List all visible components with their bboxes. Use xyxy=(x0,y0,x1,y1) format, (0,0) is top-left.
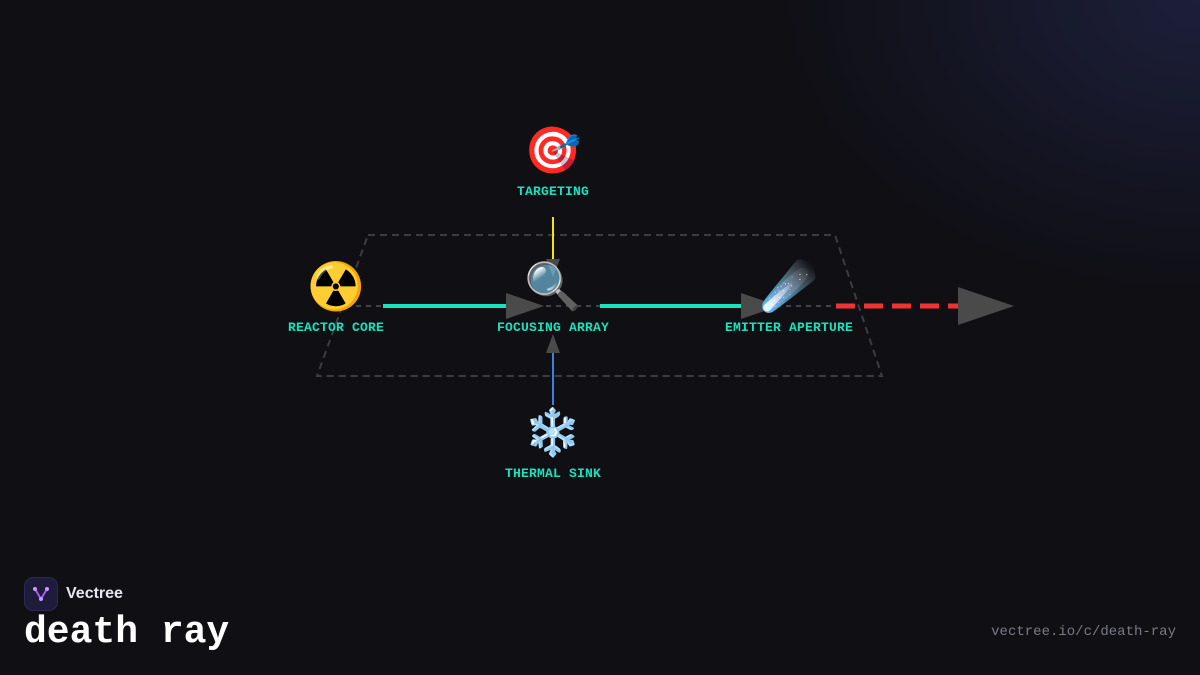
snowflake-icon: ❄️ xyxy=(524,410,582,462)
node-label-reactor-core: REACTOR CORE xyxy=(287,320,385,335)
magnifier-icon: 🔍 xyxy=(524,264,582,316)
node-reactor-core: ☢️ REACTOR CORE xyxy=(288,262,384,335)
vectree-logo-icon xyxy=(24,577,58,611)
node-label-emitter-aperture: EMITTER APERTURE xyxy=(724,320,854,335)
arrowhead-targeting xyxy=(546,259,560,277)
system-frame xyxy=(315,234,884,377)
node-label-thermal-sink: THERMAL SINK xyxy=(504,466,602,481)
target-icon: 🎯 xyxy=(524,128,582,180)
node-focusing-array: 🔍 FOCUSING ARRAY xyxy=(497,262,609,335)
share-url-link[interactable]: vectree.io/c/death-ray xyxy=(991,624,1176,640)
node-thermal-sink: ❄️ THERMAL SINK xyxy=(505,408,601,481)
arrowhead-output xyxy=(958,287,1014,325)
comet-icon: ☄️ xyxy=(760,264,818,316)
node-label-focusing-array: FOCUSING ARRAY xyxy=(496,320,610,335)
arrowhead-thermal xyxy=(546,334,560,353)
brand-name: Vectree xyxy=(66,585,123,602)
node-targeting: 🎯 TARGETING xyxy=(517,126,589,199)
arrowhead-focusing-to-emitter xyxy=(741,293,779,319)
brand[interactable]: Vectree xyxy=(24,577,123,611)
node-emitter-aperture: ☄️ EMITTER APERTURE xyxy=(725,262,853,335)
arrowhead-reactor-to-focusing xyxy=(506,293,544,319)
radioactive-icon: ☢️ xyxy=(307,264,365,316)
node-label-targeting: TARGETING xyxy=(516,184,590,199)
page-title: death ray xyxy=(24,611,230,654)
